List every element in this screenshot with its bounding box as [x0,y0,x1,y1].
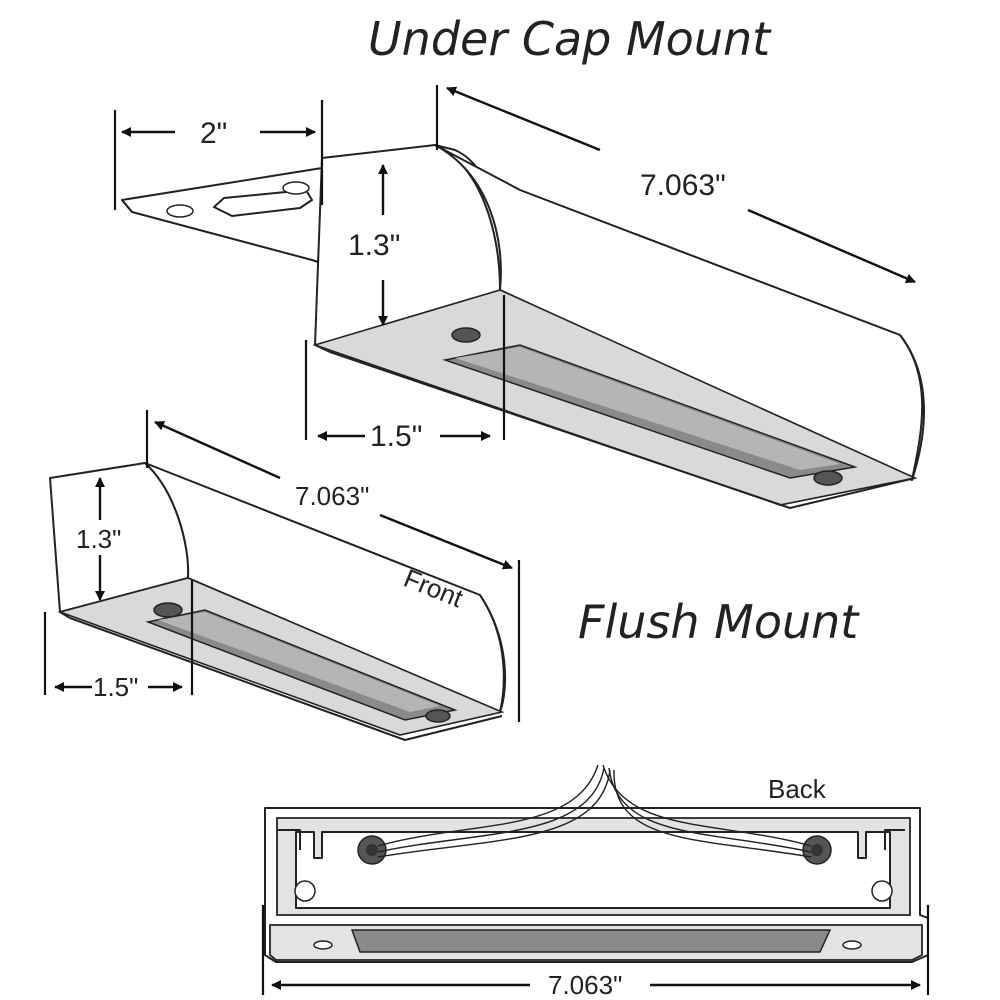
flush-length-label: 7.063" [295,481,369,511]
flange-hole-right [282,181,310,195]
under-cap-mount-title: Under Cap Mount [368,12,772,66]
under-cap-dimensions: 2" 1.3" 7.063" 1.5" [113,85,916,453]
back-wires [377,764,812,858]
flange-width-label: 2" [200,117,227,150]
flush-screw-back [425,709,451,723]
flush-height-label: 1.3" [76,524,121,554]
back-hole-left [294,880,316,902]
back-view: Back [261,764,930,1000]
back-led-lens [350,929,832,953]
under-cap-length-label: 7.063" [640,169,726,202]
flange-hole-left [166,204,194,218]
under-cap-screw-back [813,470,843,486]
flush-depth-label: 1.5" [93,672,138,702]
back-hole-right [871,880,893,902]
back-label: Back [768,774,827,804]
under-cap-height-label: 1.3" [348,229,400,262]
under-cap-depth-label: 1.5" [370,420,422,453]
under-cap-screw-front [451,327,481,343]
flush-mount-title: Flush Mount [578,595,860,649]
flush-fixture [49,462,507,741]
under-cap-fixture [121,144,925,509]
flush-screw-front [153,602,183,618]
back-length-label: 7.063" [548,970,622,1000]
